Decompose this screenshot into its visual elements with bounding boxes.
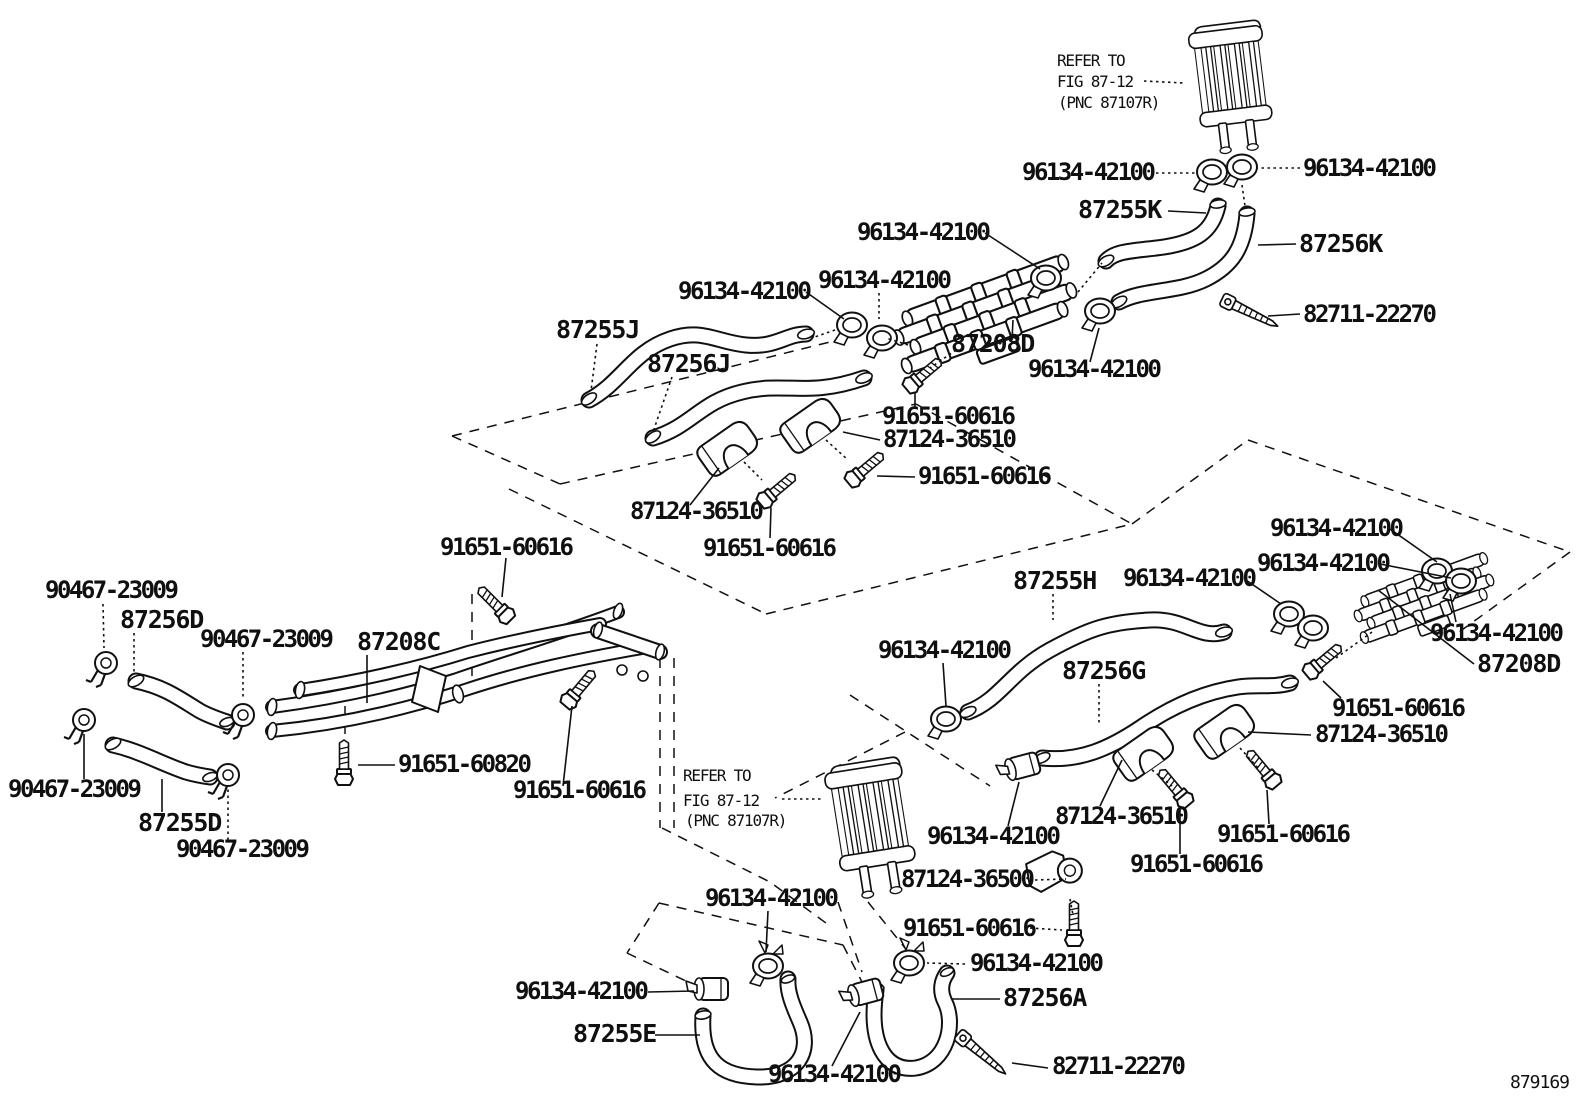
hose-87256K [1110, 205, 1256, 311]
part-label-96134-42100: 96134-42100 [1303, 154, 1436, 182]
part-label-96134-42100: 96134-42100 [515, 977, 648, 1005]
part-label-91651-60616: 91651-60616 [903, 914, 1036, 942]
part-label-90467-23009: 90467-23009 [176, 835, 308, 863]
hose-87256A [865, 964, 958, 1077]
part-label-91651-60616: 91651-60616 [703, 534, 836, 562]
part-label-87255K: 87255K [1078, 195, 1162, 224]
part-label-91651-60820: 91651-60820 [398, 750, 531, 778]
part-label-96134-42100: 96134-42100 [678, 277, 811, 305]
dotted-links [743, 184, 1373, 916]
part-label-87256D: 87256D [120, 605, 203, 634]
part-label-91651-60616: 91651-60616 [440, 533, 573, 561]
part-label-87256A: 87256A [1003, 983, 1087, 1012]
refer-note-bottom-line3: (PNC 87107R) [685, 811, 786, 830]
part-label-87208C: 87208C [357, 627, 440, 656]
part-label-91651-60616: 91651-60616 [882, 402, 1015, 430]
part-label-96134-42100: 96134-42100 [878, 636, 1011, 664]
part-label-91651-60616: 91651-60616 [513, 776, 646, 804]
part-label-96134-42100: 96134-42100 [1270, 514, 1403, 542]
part-label-96134-42100: 96134-42100 [1123, 564, 1256, 592]
part-label-87256G: 87256G [1062, 656, 1145, 685]
part-label-82711-22270: 82711-22270 [1303, 300, 1436, 328]
part-label-91651-60616: 91651-60616 [918, 462, 1051, 490]
hose-87255H [959, 611, 1233, 721]
hose-87255K [1097, 197, 1227, 270]
part-label-96134-42100: 96134-42100 [927, 822, 1060, 850]
part-label-87124-36510: 87124-36510 [1055, 802, 1188, 830]
part-label-90467-23009: 90467-23009 [8, 775, 140, 803]
part-label-87208D: 87208D [1477, 649, 1560, 678]
part-label-87255J: 87255J [556, 315, 639, 344]
hose-87256G [1033, 674, 1299, 768]
part-label-91651-60616: 91651-60616 [1130, 850, 1263, 878]
part-label-96134-42100: 96134-42100 [705, 884, 838, 912]
figure-number: 879169 [1510, 1072, 1569, 1093]
pipe-assembly-87208C [265, 605, 668, 738]
hose-87256J [644, 369, 873, 447]
part-label-96134-42100: 96134-42100 [818, 266, 951, 294]
refer-note-bottom-line1: REFER TO [683, 766, 751, 785]
part-label-82711-22270: 82711-22270 [1052, 1052, 1185, 1080]
hose-87256D [127, 672, 236, 731]
part-label-96134-42100: 96134-42100 [1430, 619, 1563, 647]
leader-lines [83, 80, 1475, 1069]
refer-note-top-line2: FIG 87-12 [1057, 72, 1133, 91]
part-label-96134-42100: 96134-42100 [857, 218, 990, 246]
part-label-91651-60616: 91651-60616 [1332, 694, 1465, 722]
part-label-96134-42100: 96134-42100 [970, 949, 1103, 977]
part-label-96134-42100: 96134-42100 [1028, 355, 1161, 383]
part-label-91651-60616: 91651-60616 [1217, 820, 1350, 848]
part-label-87256J: 87256J [647, 349, 730, 378]
part-label-87255D: 87255D [138, 808, 221, 837]
part-label-96134-42100: 96134-42100 [1257, 549, 1390, 577]
part-label-87255H: 87255H [1013, 566, 1096, 595]
part-label-96134-42100: 96134-42100 [1022, 158, 1155, 186]
refer-note-top-line1: REFER TO [1057, 51, 1125, 70]
labels: REFER TO FIG 87-12 (PNC 87107R) 96134-42… [8, 51, 1570, 1093]
hose-87255E [694, 970, 813, 1086]
part-label-87124-36510: 87124-36510 [1315, 720, 1448, 748]
refer-note-bottom-line2: FIG 87-12 [683, 791, 759, 810]
part-label-96134-42100: 96134-42100 [768, 1060, 901, 1088]
part-label-87256K: 87256K [1299, 229, 1383, 258]
refer-note-top-line3: (PNC 87107R) [1058, 93, 1159, 112]
part-label-90467-23009: 90467-23009 [200, 625, 332, 653]
part-label-87208D: 87208D [951, 329, 1034, 358]
part-label-87255E: 87255E [573, 1019, 656, 1048]
part-label-87124-36510: 87124-36510 [630, 497, 763, 525]
part-label-90467-23009: 90467-23009 [45, 576, 177, 604]
hose-87255J [580, 325, 815, 409]
part-label-87124-36500: 87124-36500 [901, 865, 1034, 893]
part-label-87124-36510: 87124-36510 [883, 425, 1016, 453]
